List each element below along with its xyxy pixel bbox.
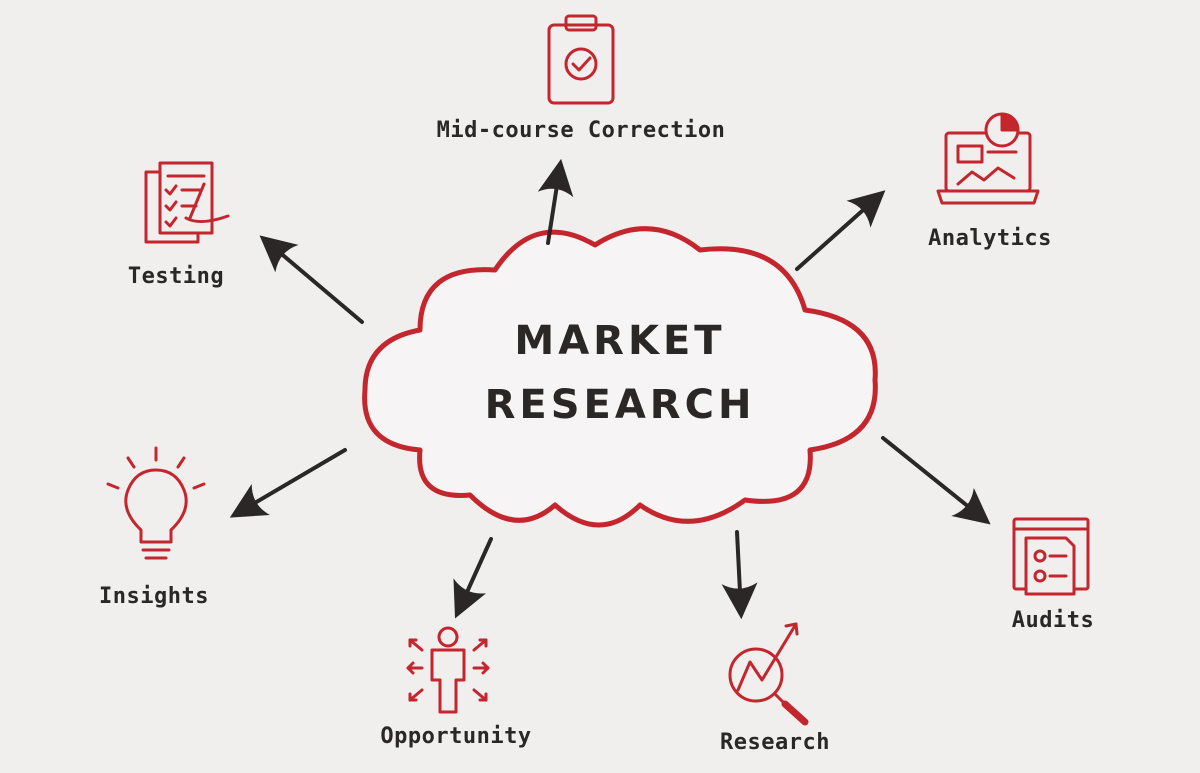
label-insights: Insights (99, 584, 209, 609)
lightbulb-icon (106, 446, 206, 560)
arrow-to-audits (881, 436, 991, 525)
label-research: Research (720, 730, 830, 755)
arrow-to-insights (229, 448, 347, 518)
label-audits: Audits (1011, 608, 1095, 633)
label-analytics: Analytics (928, 226, 1052, 251)
opportunity-person-icon (406, 626, 490, 714)
cloud-shape (362, 226, 878, 528)
arrow-to-testing (259, 235, 364, 324)
testing-document-icon (144, 161, 230, 244)
research-magnifier-icon (728, 622, 809, 726)
analytics-laptop-icon (936, 112, 1040, 205)
clipboard-check-icon (547, 14, 615, 105)
audits-document-icon (1012, 517, 1090, 596)
arrow-to-research (721, 530, 758, 620)
center-title-line2: RESEARCH (484, 382, 756, 428)
arrow-to-opportunity (453, 537, 493, 619)
label-mid-course-correction: Mid-course Correction (436, 118, 726, 143)
arrow-to-mid-course (537, 158, 574, 245)
center-title-line1: MARKET (514, 318, 726, 364)
label-opportunity: Opportunity (380, 724, 532, 749)
arrow-to-analytics (795, 190, 886, 271)
label-testing: Testing (127, 264, 225, 289)
